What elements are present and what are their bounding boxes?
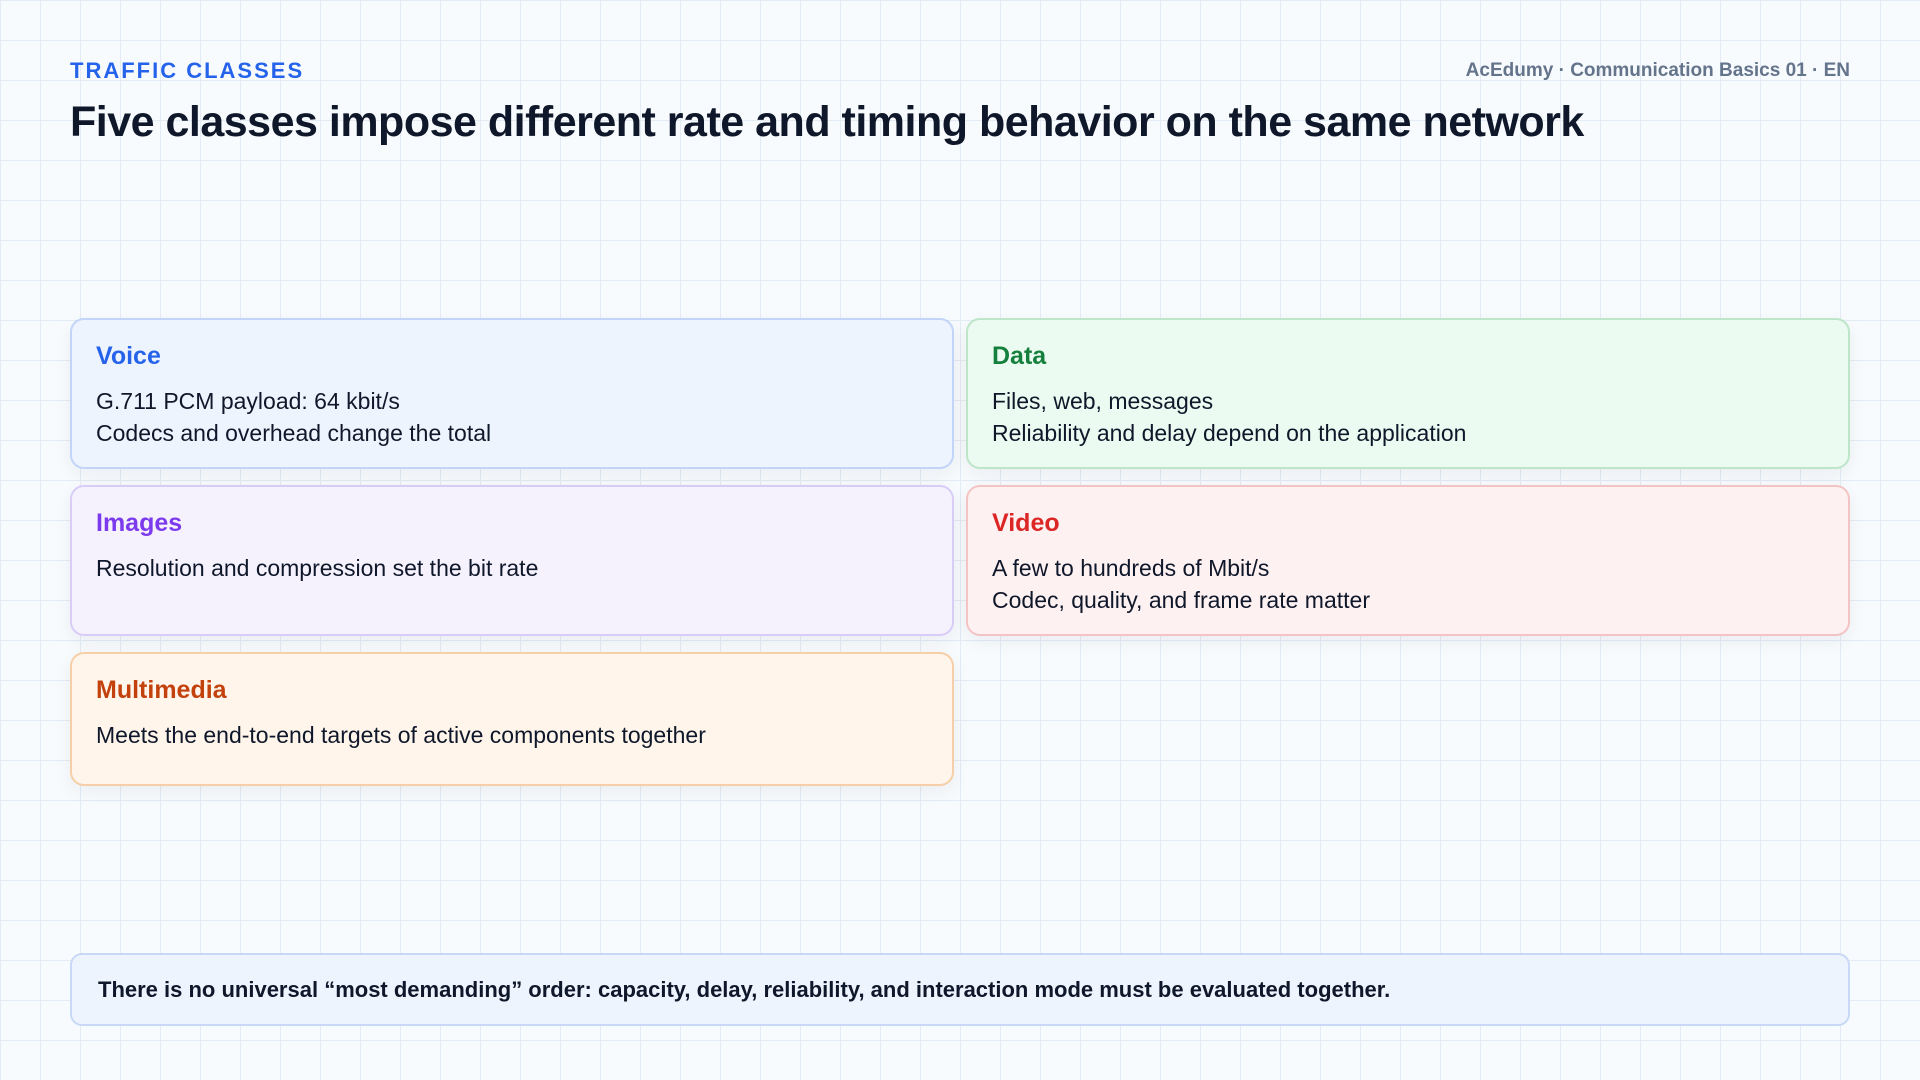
card-multimedia: Multimedia Meets the end-to-end targets … — [70, 652, 954, 786]
card-data-line-1: Files, web, messages — [992, 388, 1214, 414]
course-meta: AcEdumy · Communication Basics 01 · EN — [1465, 60, 1850, 81]
card-voice-title: Voice — [96, 342, 161, 370]
page-title: Five classes impose different rate and t… — [70, 98, 1584, 146]
card-video: Video A few to hundreds of Mbit/s Codec,… — [966, 485, 1850, 636]
card-voice: Voice G.711 PCM payload: 64 kbit/s Codec… — [70, 318, 954, 469]
card-video-line-1: A few to hundreds of Mbit/s — [992, 555, 1270, 581]
card-data-title: Data — [992, 342, 1047, 370]
card-data: Data Files, web, messages Reliability an… — [966, 318, 1850, 469]
card-data-line-2: Reliability and delay depend on the appl… — [992, 420, 1467, 446]
eyebrow-label: TRAFFIC CLASSES — [70, 58, 305, 83]
traffic-class-grid: Voice G.711 PCM payload: 64 kbit/s Codec… — [70, 318, 1850, 786]
card-multimedia-title: Multimedia — [96, 676, 227, 704]
card-images-line-1: Resolution and compression set the bit r… — [96, 555, 539, 581]
card-images-title: Images — [96, 509, 183, 537]
card-images: Images Resolution and compression set th… — [70, 485, 954, 636]
card-video-title: Video — [992, 509, 1060, 537]
summary-note: There is no universal “most demanding” o… — [70, 953, 1850, 1026]
card-video-line-2: Codec, quality, and frame rate matter — [992, 587, 1370, 613]
card-multimedia-line-1: Meets the end-to-end targets of active c… — [96, 722, 706, 748]
card-voice-line-2: Codecs and overhead change the total — [96, 420, 492, 446]
card-voice-line-1: G.711 PCM payload: 64 kbit/s — [96, 388, 400, 414]
